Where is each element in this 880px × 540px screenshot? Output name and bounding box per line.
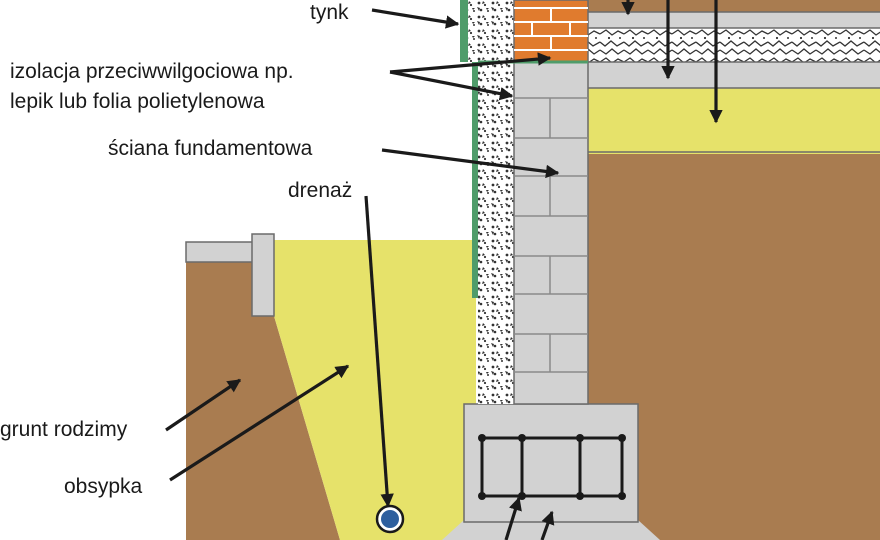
native-soil: [186, 262, 340, 540]
arrows: [165, 0, 723, 540]
waterproofing-membrane: [472, 62, 478, 298]
label-waterproofing-line2: lepik lub folia polietylenowa: [10, 90, 265, 113]
drainage-pipe-core: [381, 510, 399, 528]
floor-screed: [588, 12, 880, 28]
footing: [463, 403, 639, 523]
label-backfill: obsypka: [64, 475, 143, 498]
plaster-layer: [460, 0, 468, 62]
curb: [251, 233, 275, 317]
floor-subbase: [588, 62, 880, 88]
reinforcement-cage: [478, 434, 626, 500]
pavement-slab: [185, 241, 255, 263]
label-drainage: drenaż: [288, 179, 352, 202]
foundation-wall: [513, 61, 589, 405]
label-foundation-wall: ściana fundamentowa: [108, 137, 313, 160]
label-native-soil: grunt rodzimy: [0, 418, 128, 441]
label-plaster: tynk: [310, 1, 349, 24]
brick-joints: [514, 7, 588, 51]
label-waterproofing-line1: izolacja przeciwwilgociowa np.: [10, 60, 294, 83]
wall-insulation-upper: [468, 0, 514, 62]
floor-insulation-layer: [588, 28, 880, 62]
foundation-wall-insulation: [478, 62, 514, 404]
floor-finish: [588, 0, 880, 12]
inner-sand-fill: [588, 88, 880, 154]
footing-lean-concrete: [442, 520, 660, 540]
backfill: [274, 240, 476, 540]
